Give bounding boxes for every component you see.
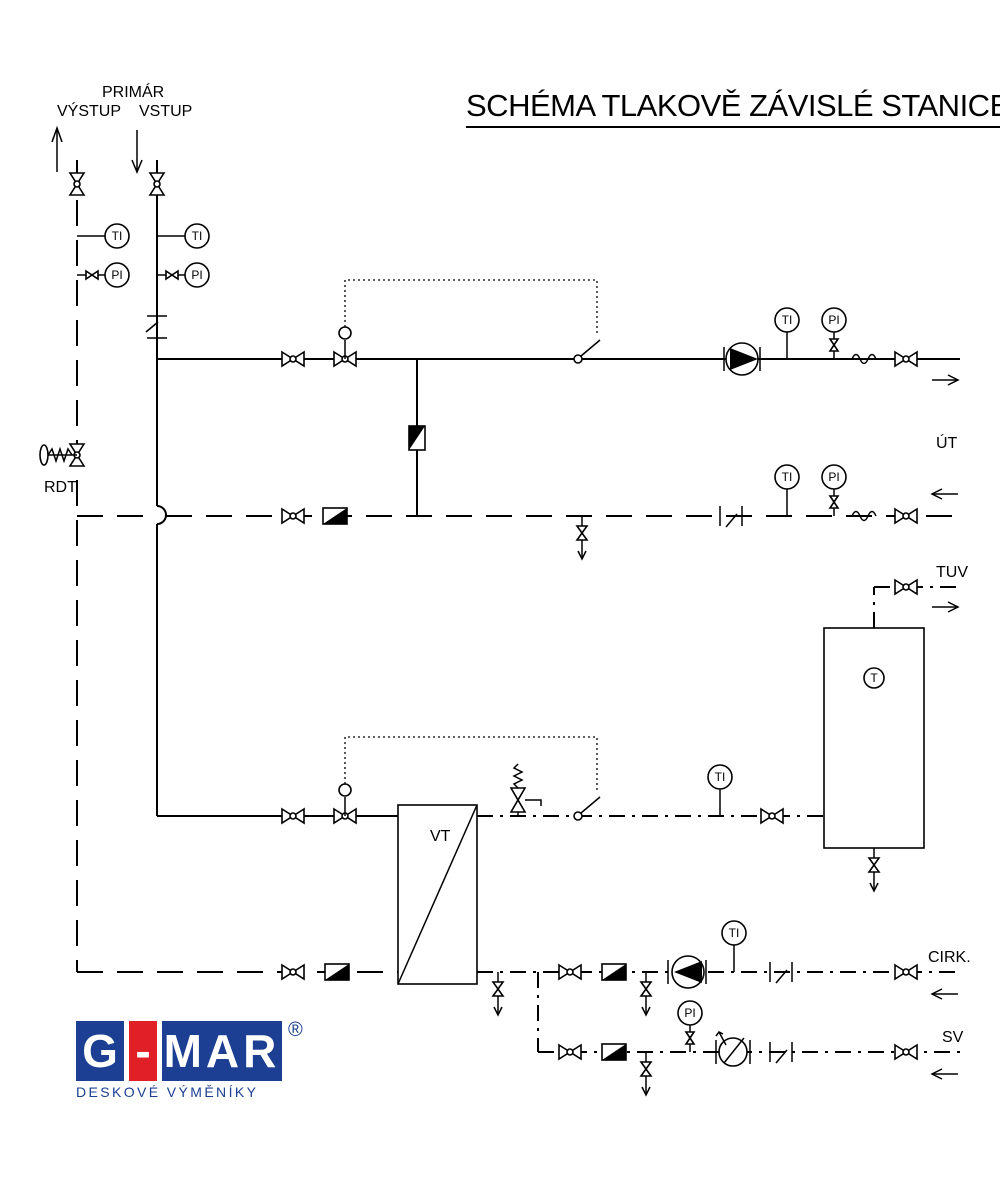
page-title: SCHÉMA TLAKOVĚ ZÁVISLÉ STANICE [466,88,1000,128]
gmar-logo: G - MAR ® DESKOVÉ VÝMĚNÍKY [76,1019,316,1106]
cold-water-label: SV [942,1029,964,1046]
exchanger-label: VT [430,828,451,845]
heating-circuit-label: ÚT [936,433,958,452]
ti-label: TI [192,229,203,243]
pi-gauge-icon [184,262,210,288]
pi-label: PI [828,470,839,484]
pi-label: PI [828,313,839,327]
hot-water-label: TUV [936,564,968,581]
registered-mark: ® [288,1019,303,1041]
ti-label: TI [112,229,123,243]
logo-dash: - [129,1021,157,1081]
primary-label: PRIMÁR [102,82,164,101]
storage-tank [823,627,925,849]
ti-gauge-icon [104,223,130,249]
inlet-label: VSTUP [139,103,192,120]
ti-label: TI [782,470,793,484]
pi-gauge-icon [104,262,130,288]
logo-mar: MAR [162,1021,282,1081]
thermostat-label: T [870,671,878,685]
logo-subtitle: DESKOVÉ VÝMĚNÍKY [76,1084,259,1100]
rdt-label: RDT [44,479,77,496]
outlet-label: VÝSTUP [57,101,121,120]
logo-letter-g: G [76,1021,124,1081]
pi-label: PI [684,1006,695,1020]
ti-gauge-icon [184,223,210,249]
circulation-label: CIRK. [928,949,971,966]
ti-label: TI [715,770,726,784]
pi-label: PI [111,268,122,282]
pi-label: PI [191,268,202,282]
ti-label: TI [729,926,740,940]
ti-label: TI [782,313,793,327]
